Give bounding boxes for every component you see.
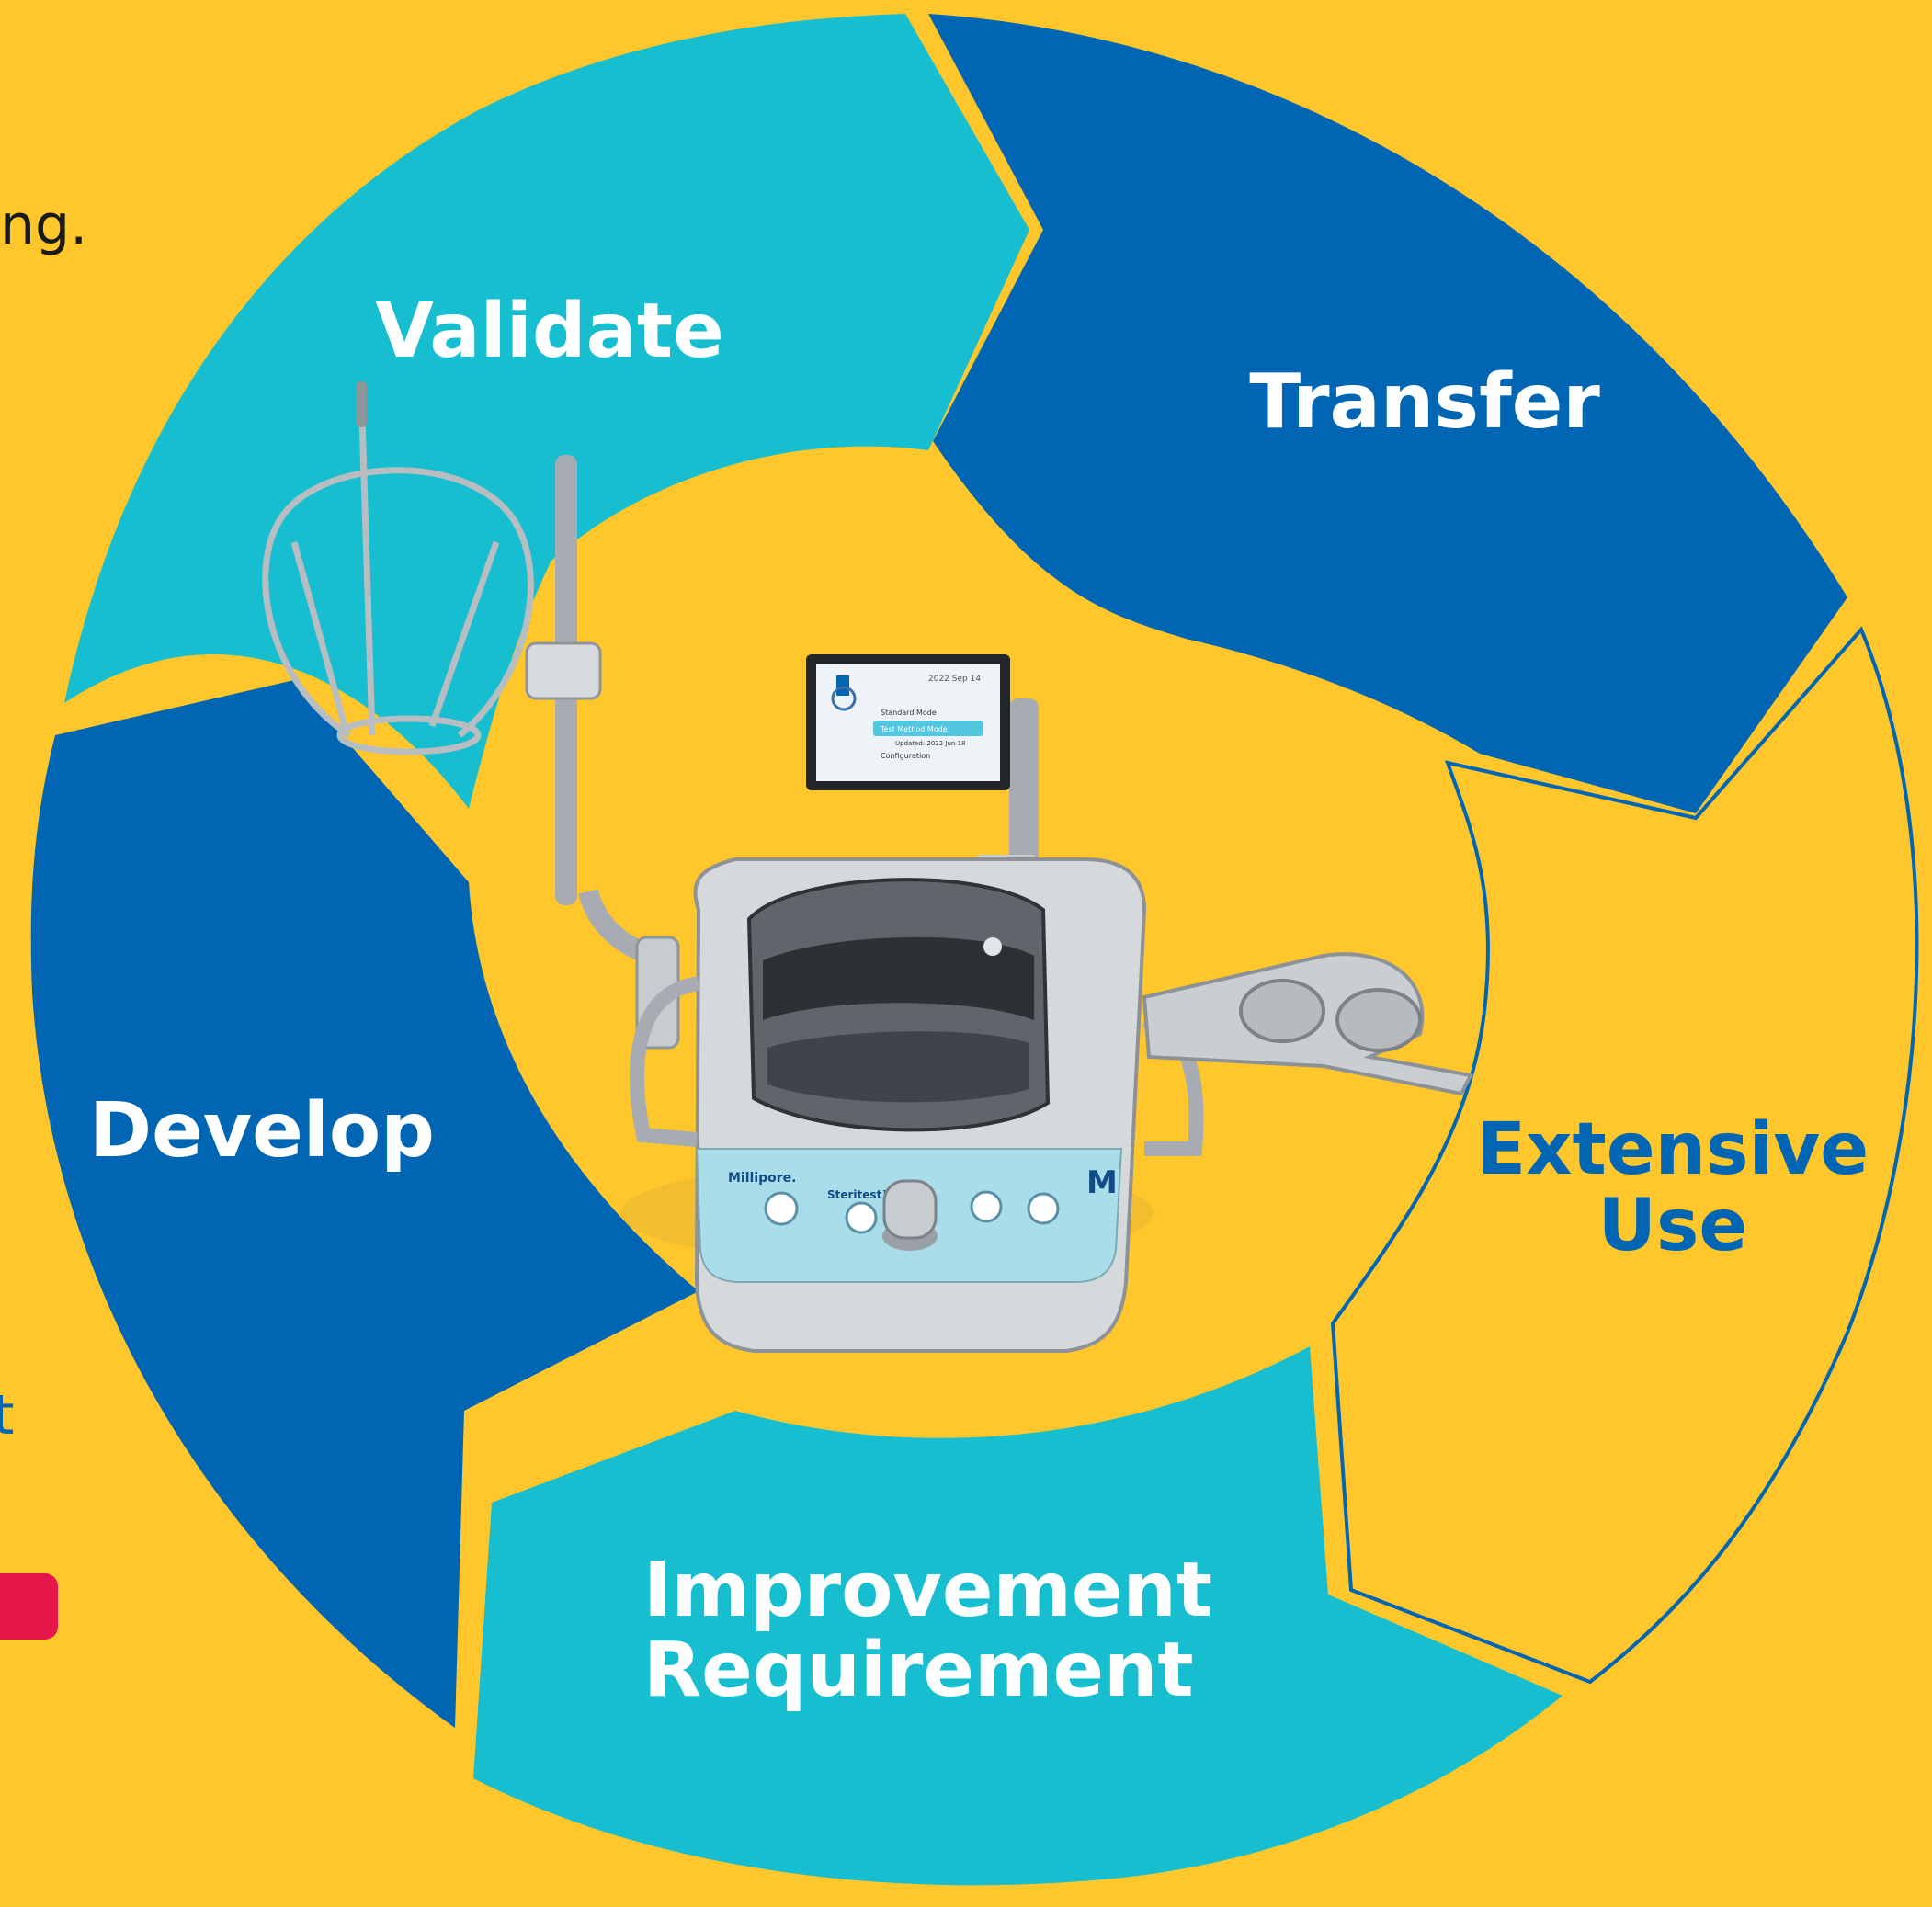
screen-menu-item-4: Configuration bbox=[881, 752, 930, 760]
improvement-requirement-label: Improvement Requirement bbox=[643, 1547, 1287, 1714]
extensive-use-label: Extensive Use bbox=[1443, 1112, 1903, 1264]
extensive-use-segment bbox=[1330, 626, 1919, 1685]
screen-menu-item-3: Updated: 2022 Jun 18 bbox=[895, 740, 966, 747]
validate-label: Validate bbox=[347, 288, 752, 375]
clipped-text-top: ng. bbox=[0, 193, 88, 257]
svg-text:M: M bbox=[1086, 1164, 1118, 1201]
improvement-label-line-2: Requirement bbox=[643, 1626, 1194, 1714]
transfer-label: Transfer bbox=[1204, 358, 1645, 446]
red-accent-bar bbox=[0, 1573, 58, 1640]
develop-label-line: Develop bbox=[89, 1087, 435, 1175]
develop-label: Develop bbox=[64, 1087, 460, 1175]
screen-menu-item-2: Test Method Mode bbox=[880, 725, 948, 733]
extensive-use-label-line-2: Use bbox=[1597, 1184, 1748, 1267]
device-illustration: Millipore. Steritest™ Sym M 2022 Sep 14 … bbox=[262, 381, 1473, 1353]
develop-segment bbox=[30, 680, 699, 1728]
screen-menu-item-1: Standard Mode bbox=[881, 709, 937, 717]
clipped-text-left: t bbox=[0, 1383, 15, 1447]
validate-label-line: Validate bbox=[375, 288, 724, 375]
screen-header: 2022 Sep 14 bbox=[928, 675, 981, 684]
improvement-label-line-1: Improvement bbox=[643, 1547, 1213, 1634]
transfer-label-line: Transfer bbox=[1249, 358, 1600, 446]
extensive-use-label-line-1: Extensive bbox=[1476, 1108, 1869, 1191]
transfer-segment bbox=[928, 14, 1847, 813]
improvement-requirement-segment bbox=[473, 1346, 1563, 1886]
validate-segment bbox=[64, 14, 1029, 809]
wire-basket bbox=[262, 390, 534, 755]
device-brand-text: Millipore. bbox=[728, 1171, 796, 1186]
